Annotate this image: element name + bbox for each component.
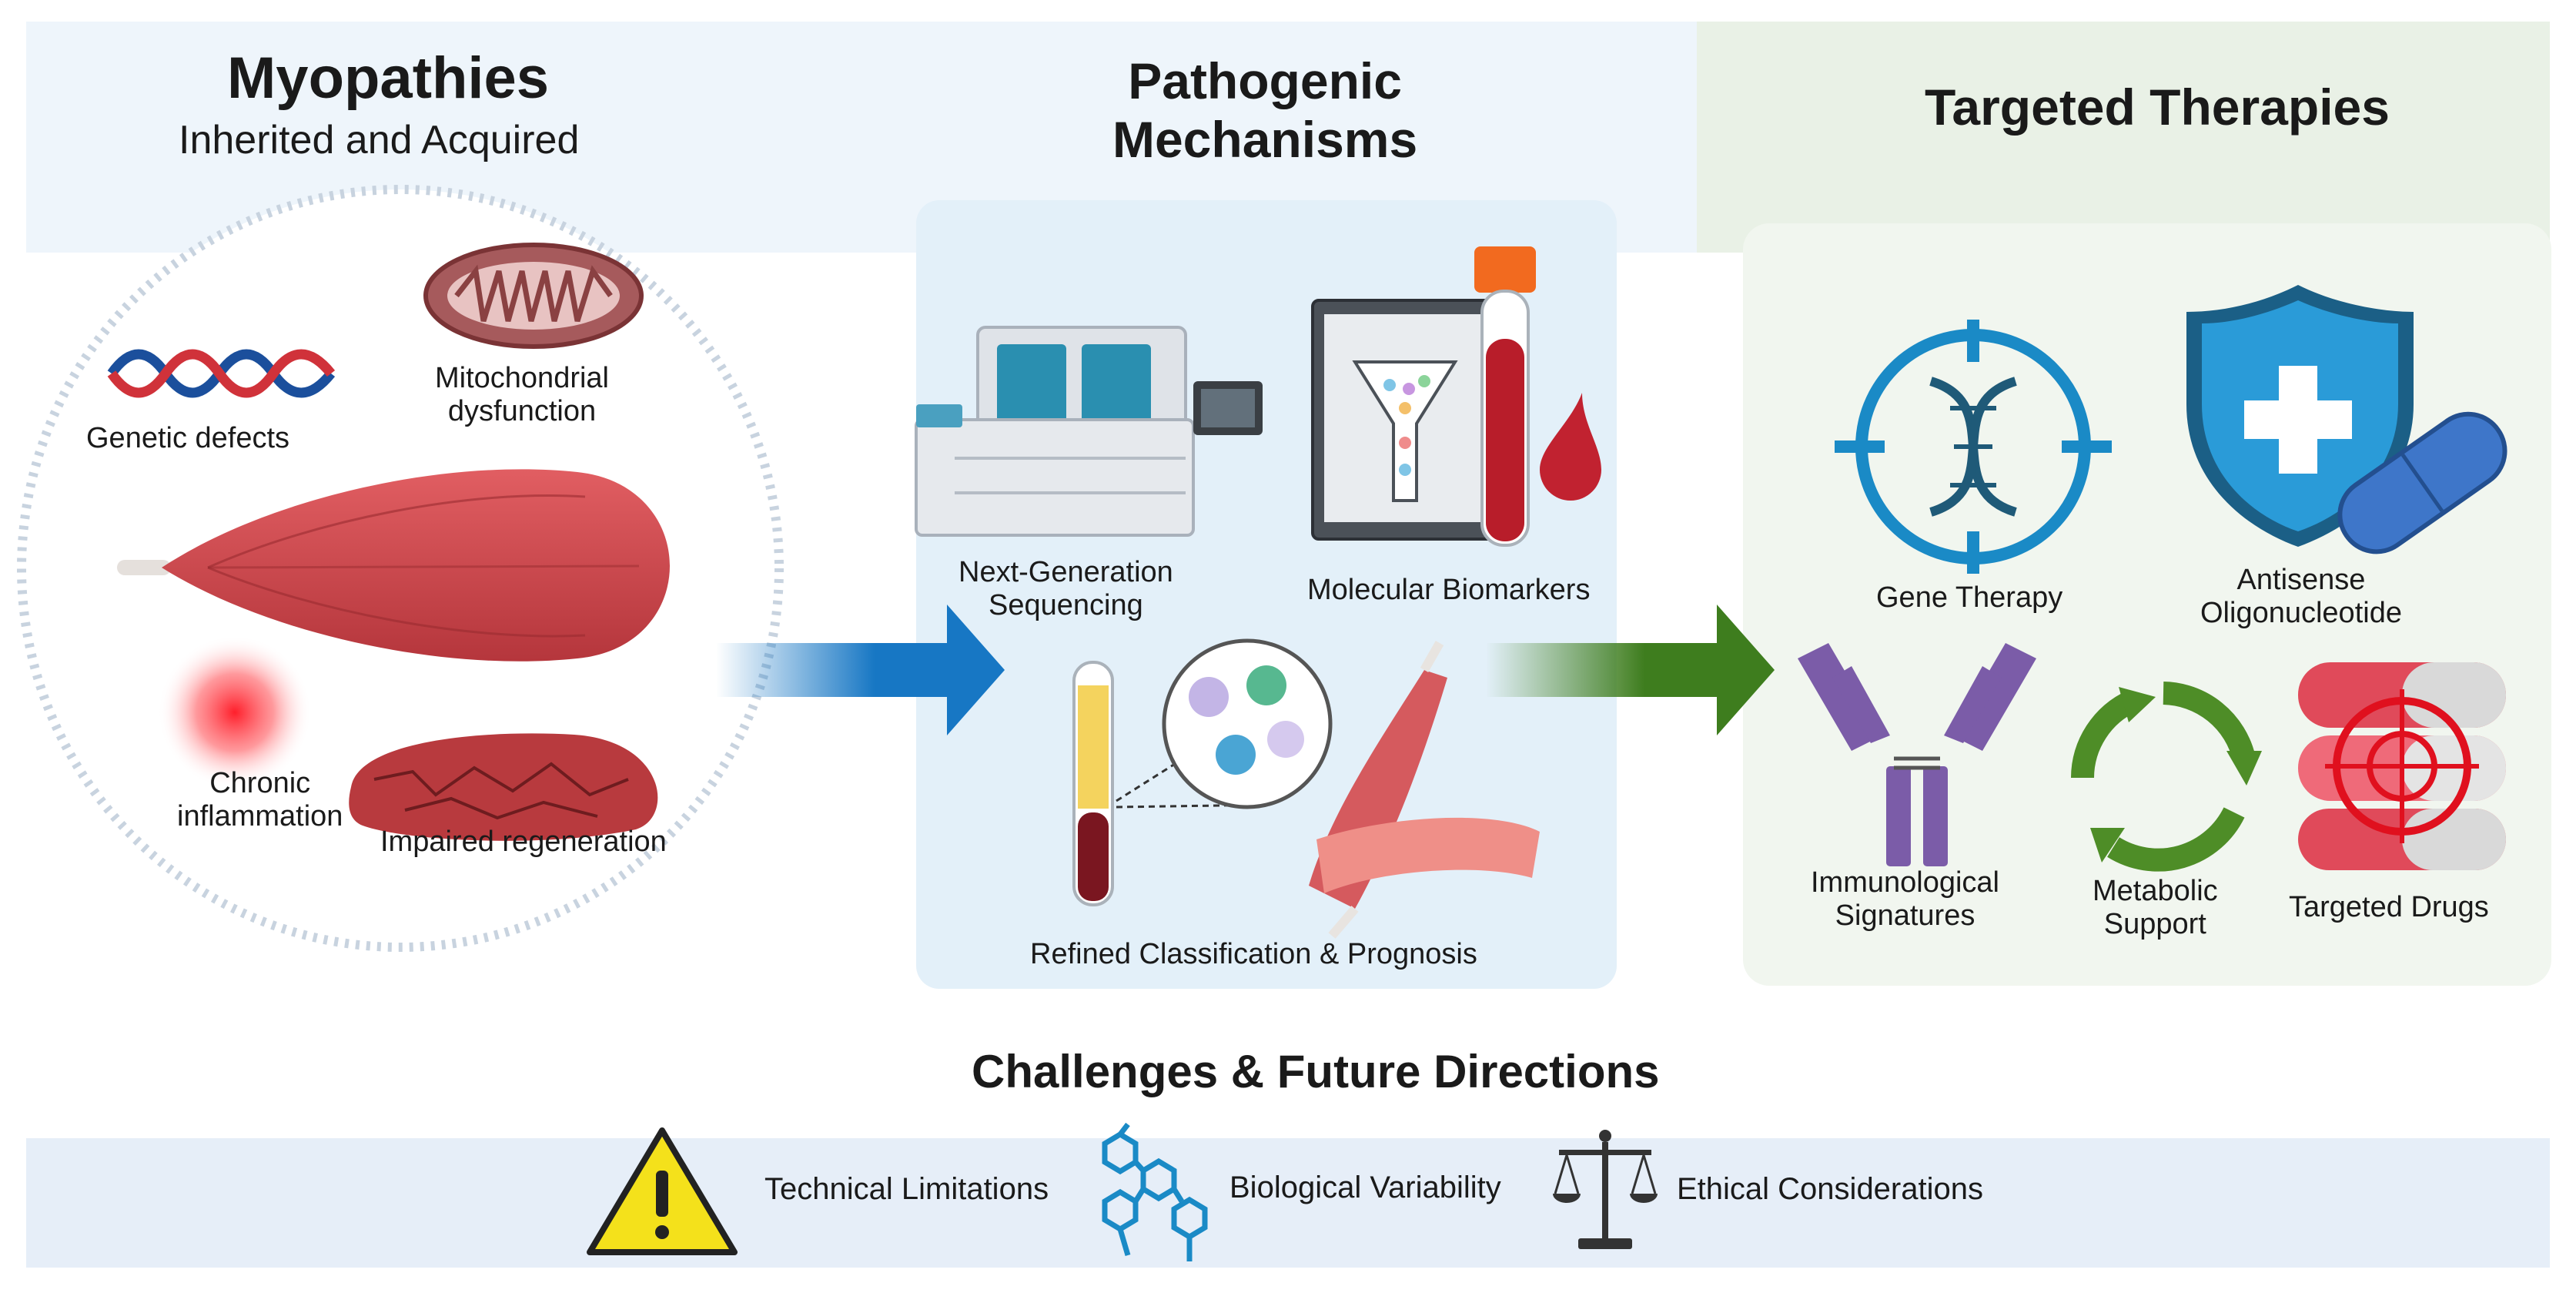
myopathies-subtitle: Inherited and Acquired <box>179 118 580 162</box>
therapies-title: Targeted Therapies <box>1925 79 2390 136</box>
inflammation-icon <box>158 635 312 789</box>
label-antisense-line1: Antisense <box>2236 564 2366 596</box>
damaged-tissue-icon <box>349 733 658 841</box>
challenges-title: Challenges & Future Directions <box>972 1046 1660 1097</box>
challenges-band <box>26 1138 2550 1268</box>
scales-of-justice-icon <box>1553 1130 1658 1249</box>
mechanisms-title: Pathogenic Mechanisms <box>1112 52 1417 169</box>
label-immuno-line1: Immunological <box>1811 866 1999 899</box>
label-gene-therapy: Gene Therapy <box>1876 581 2063 614</box>
antibody-icon <box>1798 643 2036 866</box>
shield-pill-icon <box>2186 285 2507 554</box>
molecular-network-icon <box>1102 1122 1208 1261</box>
label-genetic-defects: Genetic defects <box>86 422 290 454</box>
label-technical-limitations: Technical Limitations <box>764 1172 1049 1206</box>
label-impaired-regeneration: Impaired regeneration <box>380 826 667 858</box>
skeletal-muscle-icon <box>117 469 670 662</box>
label-mito-line1: Mitochondrial <box>435 362 609 394</box>
gene-therapy-target-icon <box>1835 320 2112 574</box>
label-chronic-line2: inflammation <box>177 799 343 832</box>
mechanisms-title-line1: Pathogenic <box>1128 52 1402 109</box>
label-ethical-considerations: Ethical Considerations <box>1677 1172 1983 1206</box>
label-chronic-inflammation: Chronic inflammation <box>177 767 343 832</box>
label-metabolic-line1: Metabolic <box>2093 875 2218 907</box>
arrow-to-mechanisms-icon <box>716 605 1005 735</box>
label-antisense-oligonucleotide: Antisense Oligonucleotide <box>2200 564 2402 629</box>
arrow-to-therapies-icon <box>1486 605 1775 735</box>
label-targeted-drugs: Targeted Drugs <box>2289 891 2489 923</box>
warning-triangle-icon <box>587 1127 738 1255</box>
sequencer-machine-icon <box>915 326 1263 537</box>
label-biological-variability: Biological Variability <box>1229 1171 1501 1204</box>
label-mito-line2: dysfunction <box>447 394 597 427</box>
targeted-drugs-icon <box>2298 662 2506 870</box>
mitochondrion-icon <box>423 243 644 349</box>
label-ngs-line2: Sequencing <box>989 588 1143 621</box>
label-chronic-line1: Chronic <box>209 767 311 799</box>
label-next-generation-sequencing: Next-Generation Sequencing <box>958 556 1173 621</box>
dna-helix-icon <box>107 349 336 398</box>
label-molecular-biomarkers: Molecular Biomarkers <box>1307 574 1591 606</box>
biomarker-analyzer-icon <box>1311 246 1601 547</box>
label-antisense-line2: Oligonucleotide <box>2200 596 2402 629</box>
label-refined-classification: Refined Classification & Prognosis <box>1030 938 1477 970</box>
label-metabolic-support: Metabolic Support <box>2093 875 2218 940</box>
mechanisms-title-line2: Mechanisms <box>1112 110 1418 168</box>
label-metabolic-line2: Support <box>2103 907 2206 940</box>
label-ngs-line1: Next-Generation <box>958 556 1173 588</box>
header-band-right <box>1697 22 2550 253</box>
classification-illustration-icon <box>1072 638 1540 939</box>
label-immunological-signatures: Immunological Signatures <box>1811 866 1999 932</box>
label-mitochondrial-dysfunction: Mitochondrial dysfunction <box>435 362 609 427</box>
myopathies-title: Myopathies <box>227 45 550 111</box>
label-immuno-line2: Signatures <box>1835 899 1975 932</box>
metabolic-cycle-icon <box>2071 682 2262 872</box>
